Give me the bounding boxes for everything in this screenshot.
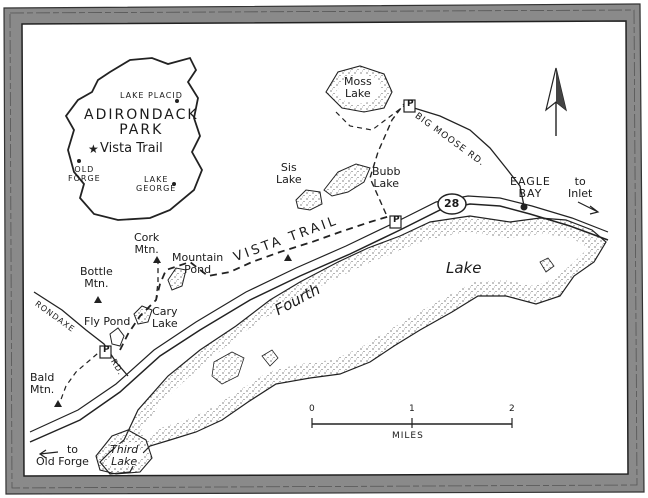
inset-lake-george-line2: GEORGE	[136, 183, 177, 193]
bubb-lake-label: Bubb Lake	[372, 165, 401, 191]
moss-lake-label-line2: Lake	[345, 87, 371, 101]
to-old-forge-label: to Old Forge	[36, 443, 89, 469]
scale-tick-1: 1	[409, 404, 415, 414]
parking-icon	[99, 345, 112, 359]
route-28-label: 28	[444, 197, 460, 210]
inset-old-forge-line2: FORGE	[68, 173, 101, 183]
lake-island	[211, 351, 245, 385]
sis-lake-label: Sis Lake	[276, 161, 302, 187]
scale-bar	[311, 418, 513, 428]
third-lake-label-line2: Lake	[111, 455, 138, 469]
town-dot-icon	[77, 159, 81, 163]
bottle-mtn-label-line2: Mtn.	[84, 277, 109, 291]
bubb-lake-label-line1: Bubb	[372, 165, 401, 178]
town-dot-icon	[520, 203, 528, 211]
inset-legend-text: Vista Trail	[100, 141, 163, 156]
parking-icon	[403, 99, 416, 113]
big-moose-road	[413, 107, 525, 207]
inset-town-lake-placid: LAKE PLACID	[120, 91, 183, 100]
sis-lake-label-line2: Lake	[276, 173, 302, 187]
fourth-lake-water	[140, 232, 588, 440]
lake-island	[539, 257, 555, 273]
fly-pond	[109, 327, 125, 347]
lake-island	[261, 349, 279, 367]
bald-mtn-trail	[59, 347, 105, 403]
cary-lake	[133, 305, 153, 325]
bubb-lake	[323, 163, 371, 197]
to-inlet-label: to Inlet	[568, 175, 593, 201]
to-inlet-label-line1: to	[574, 175, 586, 188]
to-old-forge-label-line1: to	[66, 443, 78, 456]
inset-town-lake-george: LAKE GEORGE	[136, 175, 177, 194]
cork-mtn-trail	[155, 262, 159, 301]
arrow-to-old-forge-icon	[38, 449, 59, 459]
town-dot-icon	[175, 99, 179, 103]
mountain-pond-label-line2: Pond	[184, 263, 212, 277]
scale-tick-0: 0	[309, 404, 315, 414]
to-old-forge-label-line2: Old Forge	[36, 455, 89, 469]
scale-tick-2: 2	[509, 404, 515, 414]
bubb-sis-trail	[369, 103, 405, 215]
eagle-bay-label-line1: EAGLE	[510, 175, 551, 188]
to-inlet-label-line2: Inlet	[568, 187, 593, 201]
inset-title: ADIRONDACK PARK	[84, 107, 199, 139]
cork-mtn-label-line2: Mtn.	[134, 243, 159, 257]
moss-lake-label-line1: Moss	[344, 75, 372, 88]
north-arrow-icon	[545, 67, 567, 136]
rondaxe-road	[33, 291, 129, 377]
inset-old-forge-line1: OLD	[74, 165, 95, 174]
fourth-lake-label-2: Lake	[446, 259, 482, 277]
eagle-bay-label: EAGLE BAY	[510, 175, 551, 201]
mountain-pond-label-line1: Mountain	[172, 251, 224, 264]
parking-label-3: P	[103, 345, 110, 355]
scale-unit-label: MILES	[392, 431, 424, 441]
sis-lake-label-line1: Sis	[280, 161, 297, 174]
route-shield-icon	[437, 193, 467, 215]
mountain-peak-icon	[94, 296, 102, 303]
inset-town-old-forge: OLD FORGE	[68, 165, 101, 184]
moss-lake-label: Moss Lake	[344, 75, 372, 101]
star-icon: ★	[88, 142, 99, 156]
mountain-peak-icon	[54, 400, 62, 407]
inset-legend: Vista Trail	[100, 141, 163, 156]
mountain-peak-icon	[284, 254, 292, 261]
mountain-pond-label: Mountain Pond	[172, 251, 224, 277]
inset-title-line1: ADIRONDACK	[84, 107, 199, 123]
fly-pond-label: Fly Pond	[84, 315, 131, 328]
route-28-road	[29, 203, 609, 443]
parking-label-1: P	[407, 99, 414, 109]
sis-lake	[295, 189, 323, 211]
mountain-pond	[167, 267, 187, 291]
parking-label-2: P	[393, 215, 400, 225]
adirondack-park-outline	[64, 56, 203, 221]
bald-mtn-label-line2: Mtn.	[30, 383, 55, 397]
mountain-peak-icon	[153, 256, 161, 263]
inset-lake-george-line1: LAKE	[143, 175, 169, 184]
bottle-mtn-label: Bottle Mtn.	[80, 265, 113, 291]
bubb-lake-label-line2: Lake	[373, 177, 400, 191]
inset-title-line2: PARK	[119, 122, 164, 139]
bottle-mtn-label-line1: Bottle	[80, 265, 113, 278]
third-lake-label-line1: Third	[110, 443, 139, 456]
moss-lake-trail	[335, 105, 405, 131]
bald-mtn-label: Bald Mtn.	[30, 371, 55, 397]
bald-mtn-label-line1: Bald	[30, 371, 55, 384]
cork-mtn-label-line1: Cork	[134, 231, 160, 244]
parking-icon	[389, 215, 402, 229]
arrow-to-inlet-icon	[577, 201, 600, 215]
cork-mtn-label: Cork Mtn.	[134, 231, 160, 257]
town-dot-icon	[172, 182, 176, 186]
third-lake-label: Third Lake	[110, 443, 139, 469]
cary-lake-label: Cary Lake	[152, 305, 178, 331]
cary-lake-label-line2: Lake	[152, 317, 178, 331]
eagle-bay-label-line2: BAY	[518, 187, 543, 201]
cary-lake-label-line1: Cary	[152, 305, 178, 318]
